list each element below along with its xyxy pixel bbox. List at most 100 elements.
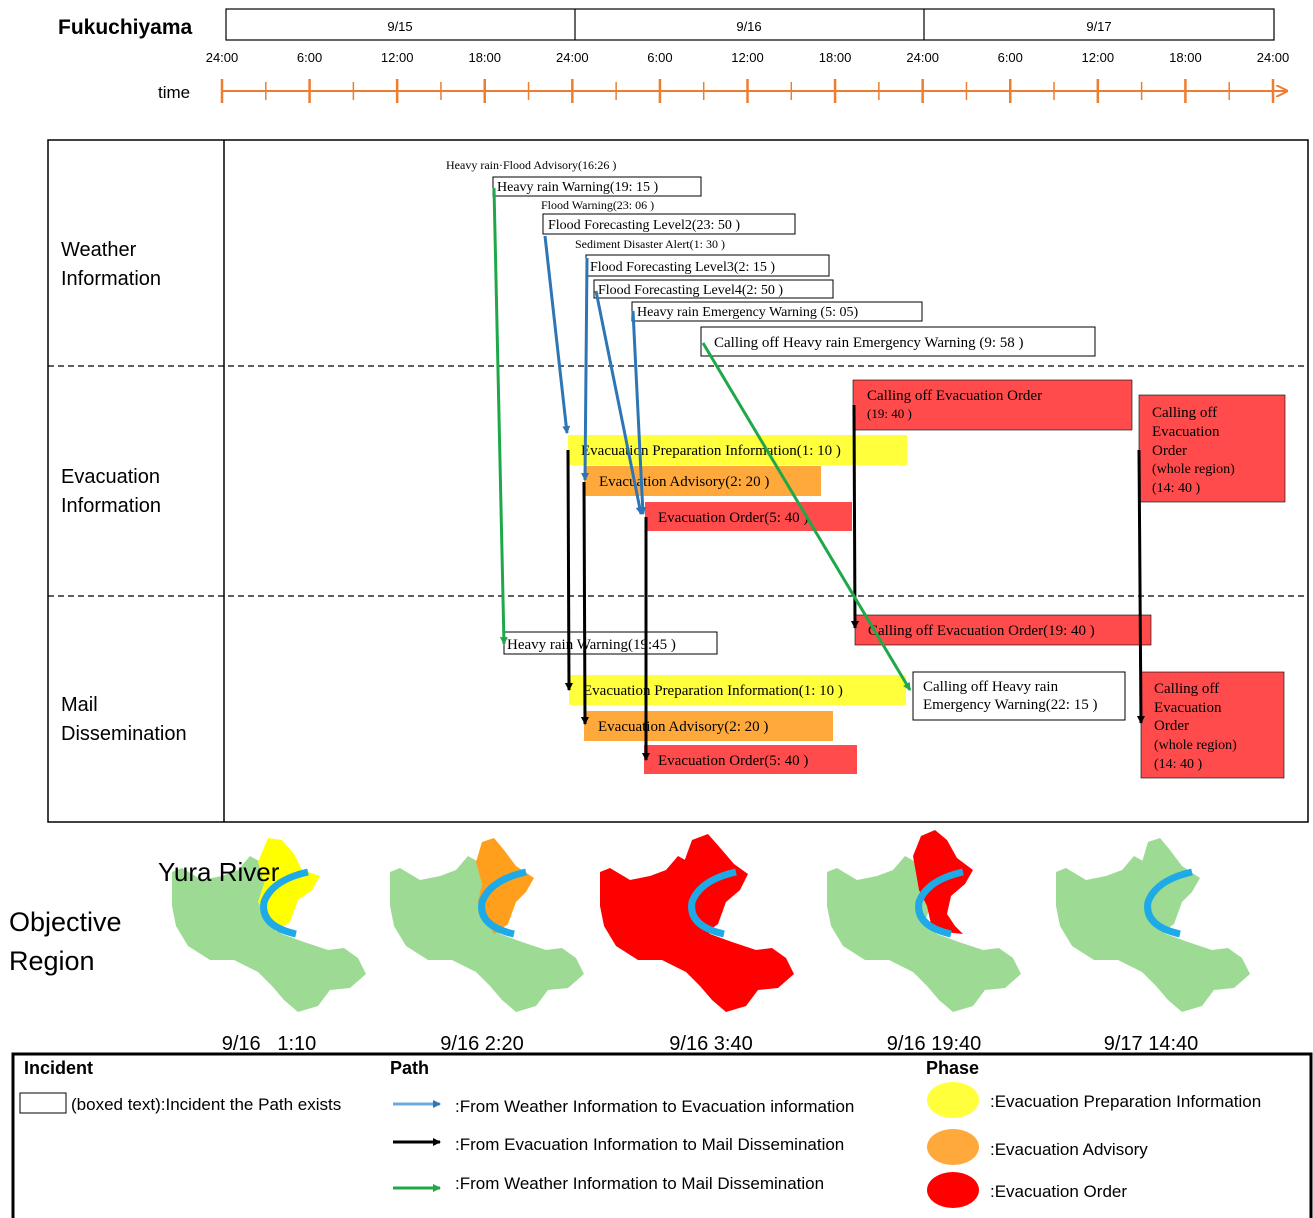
event-box-flood-level2 <box>542 213 796 235</box>
blue-arrow <box>594 290 644 515</box>
event-box-evac-order <box>645 502 852 531</box>
affected-area <box>684 834 748 934</box>
black-arrow <box>564 449 573 691</box>
path-arrows-weather-to-evacuation <box>543 235 647 515</box>
event-box-mail-advisory <box>584 711 833 741</box>
date-bar: 9/15 9/16 9/17 <box>225 8 1275 41</box>
event-mail-calling-off-whole: Calling off Evacuation Order (whole regi… <box>1154 681 1241 772</box>
region-map-2 <box>390 838 584 1012</box>
legend-path-3: :From Weather Information to Mail Dissem… <box>455 1174 824 1193</box>
blue-arrow <box>631 310 647 515</box>
map-time-5: 9/17 14:40 <box>1104 1033 1199 1055</box>
affected-area <box>476 838 534 934</box>
event-evac-calling-off: Calling off Evacuation Order (19: 40 ) <box>867 388 1046 421</box>
event-mail-advisory: Evacuation Advisory(2: 20 ) <box>598 719 768 735</box>
map-time-3: 9/16 3:40 <box>669 1033 752 1055</box>
black-arrow <box>580 481 589 725</box>
time-tick-label: 12:00 <box>731 50 764 65</box>
green-arrow <box>701 342 912 691</box>
event-box-calling-off-emergency <box>700 326 1096 357</box>
region-map-3 <box>600 834 794 1012</box>
black-arrow <box>850 404 859 629</box>
time-tick-label: 24:00 <box>556 50 589 65</box>
affected-area <box>258 838 320 932</box>
event-evac-calling-off-whole: Calling off Evacuation Order (whole regi… <box>1152 405 1239 496</box>
time-tick-label: 6:00 <box>647 50 672 65</box>
path-arrows-weather-to-mail <box>492 187 912 691</box>
event-evac-prep: Evacuation Preparation Information(1: 10… <box>581 443 841 459</box>
event-box-evac-prep <box>568 435 907 465</box>
river-label: Yura River <box>158 857 280 887</box>
event-mail-prep: Evacuation Preparation Information(1: 10… <box>583 683 843 699</box>
yura-river-line <box>478 868 527 938</box>
time-tick-label: 6:00 <box>297 50 322 65</box>
event-mail-calling-off-emergency: Calling off Heavy rain Emergency Warning… <box>923 679 1097 713</box>
region-map-1 <box>172 838 366 1012</box>
event-emergency-warning: Heavy rain Emergency Warning (5: 05) <box>637 305 858 320</box>
green-upper-area <box>1142 838 1200 934</box>
legend-path-1: :From Weather Information to Evacuation … <box>455 1097 854 1116</box>
time-axis: 24:00 6:00 12:00 18:00 24:00 6:00 12:00 18:00 24… <box>206 50 1290 103</box>
event-box-evac-calling-off-whole <box>1138 394 1286 503</box>
time-tick-label: 18:00 <box>819 50 852 65</box>
legend-phase-2: :Evacuation Advisory <box>990 1140 1148 1159</box>
legend-path-title: Path <box>390 1058 429 1078</box>
path-arrows-evacuation-to-mail <box>564 404 1145 761</box>
legend-yellow-swatch <box>927 1082 979 1118</box>
legend-phase-1: :Evacuation Preparation Information <box>990 1092 1261 1111</box>
row-label-weather: Weather Information <box>61 239 161 290</box>
region-map-5 <box>1056 838 1250 1012</box>
event-flood-level4: Flood Forecasting Level4(2: 50 ) <box>598 283 783 298</box>
event-mail-calling-off: Calling off Evacuation Order(19: 40 ) <box>868 623 1095 639</box>
region-label: Objective Region <box>9 907 129 976</box>
legend-incident-box <box>19 1092 67 1114</box>
event-box-mail-prep <box>569 675 906 705</box>
event-flood-level3: Flood Forecasting Level3(2: 15 ) <box>590 260 775 275</box>
event-flood-level2: Flood Forecasting Level2(23: 50 ) <box>548 218 740 233</box>
black-arrow <box>1136 449 1145 724</box>
green-arrow <box>492 187 508 645</box>
blue-arrow <box>581 257 590 481</box>
yura-river-line <box>915 868 964 938</box>
yura-river-line <box>688 868 737 938</box>
legend-incident-title: Incident <box>24 1058 93 1078</box>
legend-incident-text: (boxed text):Incident the Path exists <box>71 1095 341 1114</box>
event-box-mail-calling-off-whole <box>1140 671 1285 779</box>
event-flood-advisory: Heavy rain·Flood Advisory(16:26 ) <box>446 158 616 172</box>
legend-path-2: :From Evacuation Information to Mail Dis… <box>455 1135 844 1154</box>
time-tick-label: 18:00 <box>1169 50 1202 65</box>
event-box-mail-order <box>644 745 857 774</box>
time-tick-label: 24:00 <box>1257 50 1290 65</box>
yura-river-line <box>260 868 309 938</box>
event-mail-heavy-rain: Heavy rain Warning(19:45 ) <box>507 637 676 653</box>
event-calling-off-emergency: Calling off Heavy rain Emergency Warning… <box>714 335 1024 351</box>
event-box-heavy-rain-warning <box>492 176 702 197</box>
date-label: 9/16 <box>736 19 761 34</box>
region-map-4 <box>827 830 1021 1012</box>
row-label-mail: Mail Dissemination <box>61 694 187 745</box>
event-box-evac-calling-off <box>852 379 1133 431</box>
time-tick-label: 24:00 <box>906 50 939 65</box>
yura-river-line <box>1144 868 1193 938</box>
date-label: 9/17 <box>1086 19 1111 34</box>
event-flood-warning: Flood Warning(23: 06 ) <box>541 198 654 212</box>
map-time-2: 9/16 2:20 <box>440 1033 523 1055</box>
event-sediment-alert: Sediment Disaster Alert(1: 30 ) <box>575 237 725 251</box>
time-tick-label: 12:00 <box>381 50 414 65</box>
event-box-evac-advisory <box>584 466 821 496</box>
event-box-mail-calling-off <box>854 614 1152 646</box>
time-axis-label: time <box>158 83 190 102</box>
blue-arrow <box>543 235 571 434</box>
map-time-4: 9/16 19:40 <box>887 1033 982 1055</box>
time-tick-label: 18:00 <box>468 50 501 65</box>
row-label-evacuation: Evacuation Information <box>61 466 166 517</box>
time-tick-label: 24:00 <box>206 50 239 65</box>
legend-orange-swatch <box>927 1129 979 1165</box>
map-time-1: 9/16 1:10 <box>222 1033 317 1055</box>
time-tick-label: 6:00 <box>998 50 1023 65</box>
event-evac-advisory: Evacuation Advisory(2: 20 ) <box>599 474 769 490</box>
date-label: 9/15 <box>387 19 412 34</box>
legend-red-swatch <box>927 1172 979 1208</box>
time-tick-label: 12:00 <box>1082 50 1115 65</box>
